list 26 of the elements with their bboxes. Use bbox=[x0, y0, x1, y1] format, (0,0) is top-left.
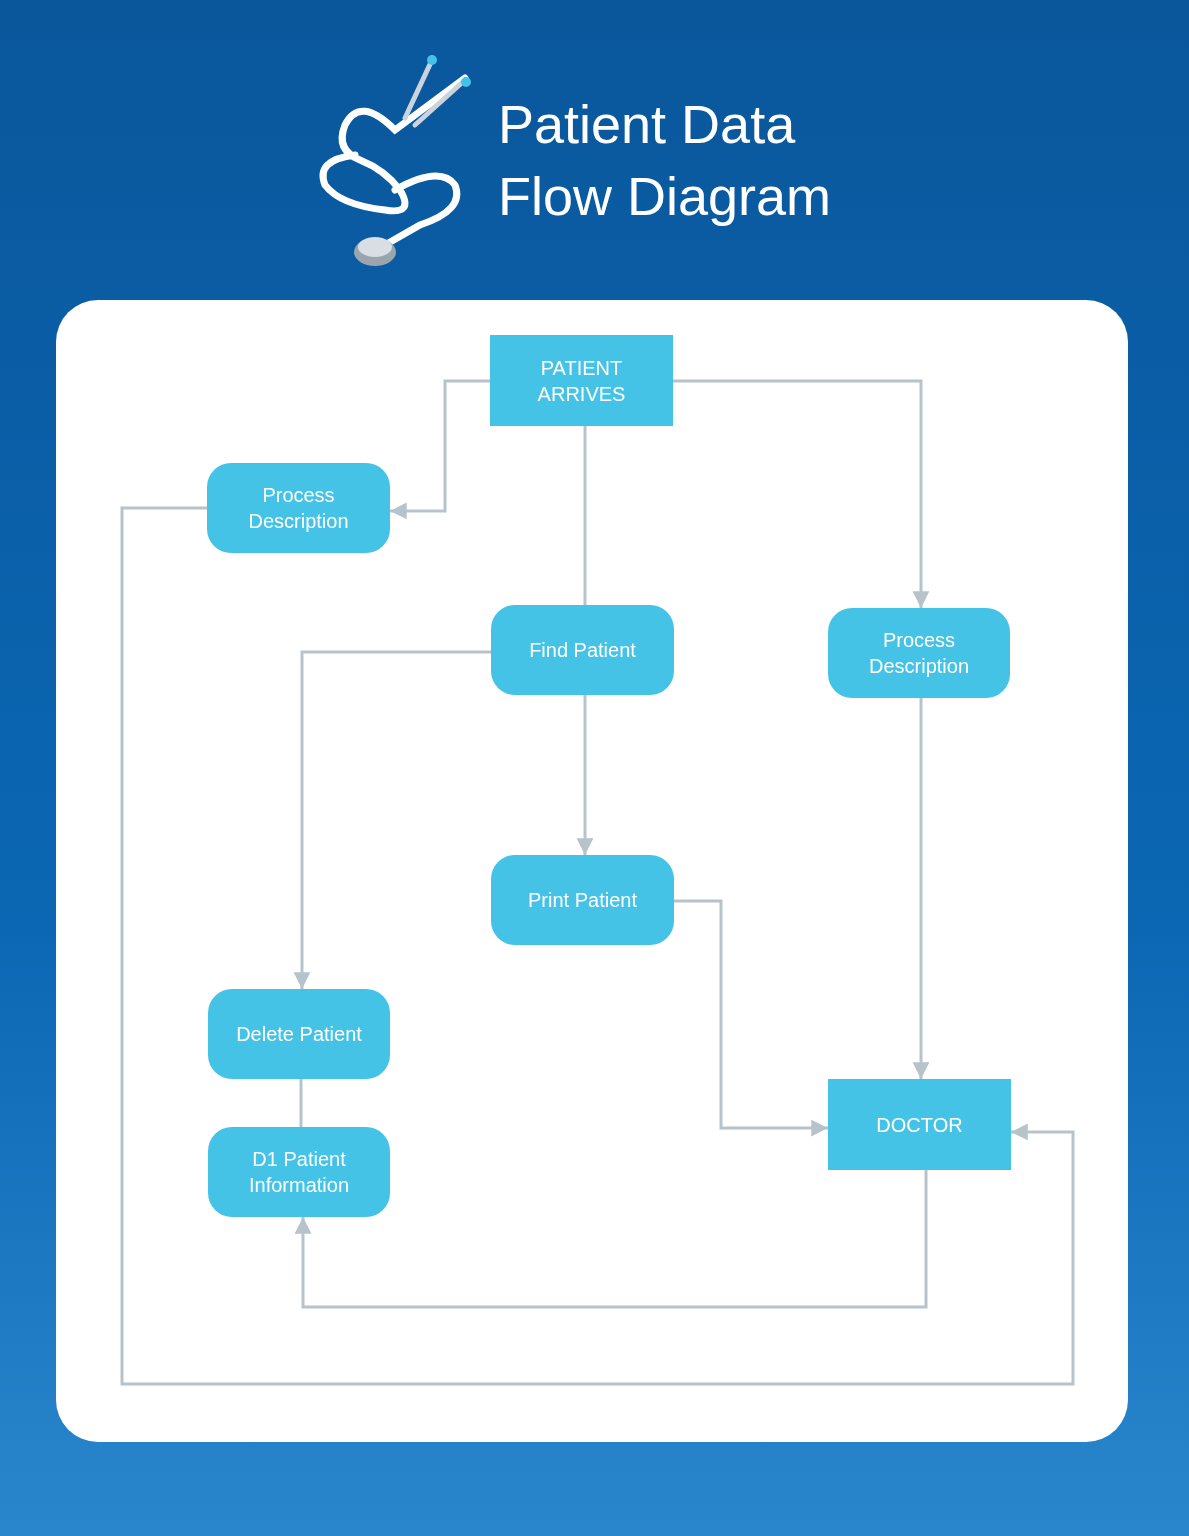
arrow bbox=[389, 379, 490, 520]
node-label: Delete Patient bbox=[236, 1022, 362, 1047]
node-label: Print Patient bbox=[528, 888, 637, 913]
process-rounded-box bbox=[828, 608, 1010, 698]
arrow bbox=[294, 1170, 928, 1309]
process-box bbox=[828, 1079, 1011, 1170]
connector-line bbox=[583, 426, 587, 605]
process-box bbox=[490, 335, 673, 426]
process-rounded-box bbox=[208, 1127, 390, 1217]
process-rounded-box bbox=[491, 855, 674, 945]
node-label: DOCTOR bbox=[876, 1112, 963, 1138]
connector-line bbox=[299, 1079, 303, 1127]
arrow bbox=[120, 506, 1075, 1386]
process-rounded-box bbox=[208, 989, 390, 1079]
node-label: Process Description bbox=[867, 628, 970, 679]
diagram-title: Patient Data Flow Diagram bbox=[498, 93, 833, 228]
process-rounded-box bbox=[207, 463, 390, 553]
process-rounded-box bbox=[491, 605, 674, 695]
arrow bbox=[674, 899, 829, 1137]
arrow bbox=[293, 650, 491, 990]
arrow bbox=[912, 698, 930, 1080]
node-label: D1 Patient Information bbox=[247, 1147, 351, 1198]
node-label: Process Description bbox=[247, 483, 350, 534]
arrow bbox=[576, 695, 594, 856]
node-label: Find Patient bbox=[529, 638, 636, 663]
node-label: PATIENT ARRIVES bbox=[536, 355, 627, 407]
